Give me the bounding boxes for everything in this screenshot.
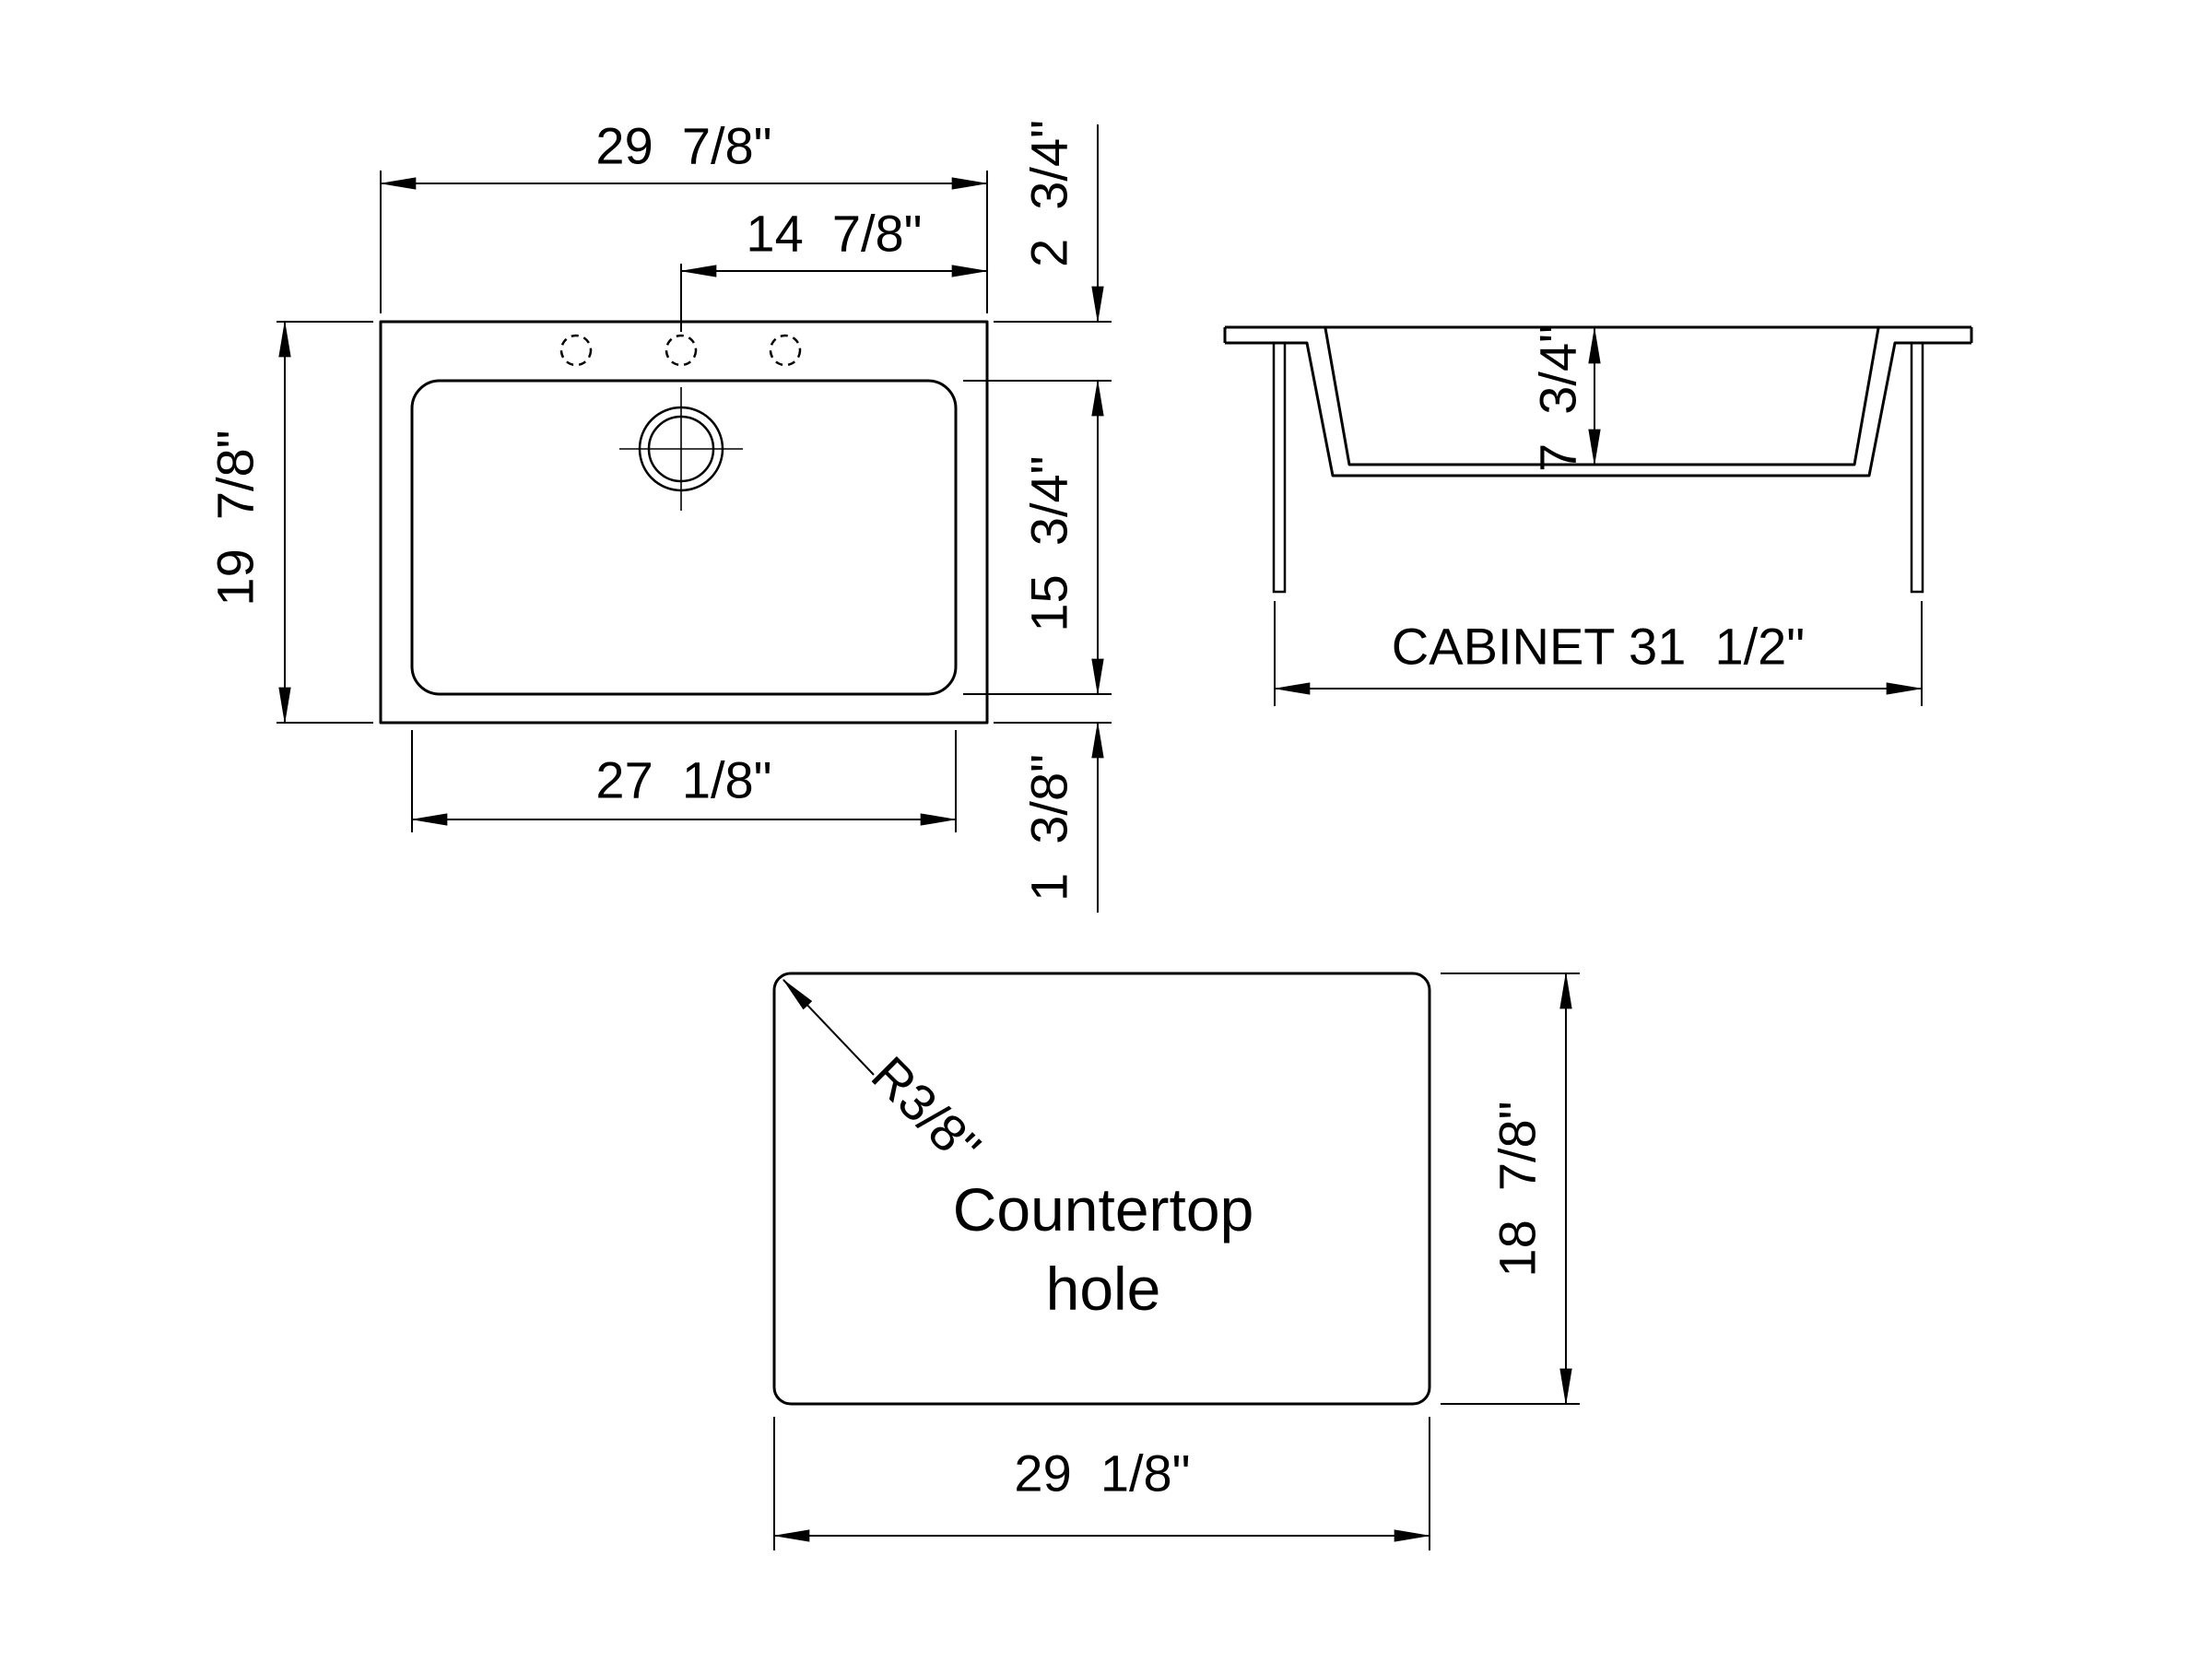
dim-label-overall-depth: 19 7/8": [206, 430, 265, 606]
section-dimension-lines: [1273, 326, 1924, 695]
corner-radius-leader: [782, 978, 875, 1076]
left-mounting-leg: [1272, 341, 1287, 594]
sink-rim-outline: [379, 320, 989, 725]
sink-bowl-outline: [410, 379, 958, 696]
dim-label-bowl-width: 27 1/8": [595, 751, 771, 809]
dim-label-faucet-offset: 14 7/8": [746, 205, 922, 263]
countertop-hole-outline: [772, 972, 1431, 1406]
dim-label-countertop-width: 29 1/8": [1014, 1444, 1190, 1503]
dim-label-bowl-depth: 15 3/4": [1020, 455, 1078, 631]
sink-bowl-outer-profile: [1225, 341, 1971, 477]
sink-bowl-inner-profile: [1324, 327, 1880, 466]
dim-label-overall-width: 29 7/8": [595, 117, 771, 175]
right-mounting-leg: [1910, 341, 1924, 594]
dim-label-cabinet: CABINET 31 1/2": [1392, 618, 1805, 676]
dim-label-rim-bottom: 1 3/8": [1020, 754, 1078, 902]
faucet-hole-center-icon: [665, 334, 698, 367]
plan-dimension-lines: [278, 124, 1104, 913]
dim-label-countertop-height: 18 7/8": [1488, 1101, 1547, 1277]
countertop-dimension-lines: [772, 972, 1572, 1542]
plan-view: 29 7/8" 14 7/8" 2 3/4" 19 7/8" 15 3/4" 2…: [206, 117, 1112, 913]
dim-label-rim-top: 2 3/4": [1020, 120, 1078, 267]
faucet-hole-right-icon: [769, 334, 802, 367]
faucet-hole-left-icon: [559, 334, 593, 367]
section-view: 7 3/4" CABINET 31 1/2": [1223, 324, 1973, 706]
countertop-extension-lines: [773, 972, 1580, 1550]
dim-label-bowl-height: 7 3/4": [1529, 324, 1587, 472]
countertop-hole-label-line2: hole: [1046, 1255, 1161, 1323]
countertop-hole-label-line1: Countertop: [953, 1175, 1254, 1244]
